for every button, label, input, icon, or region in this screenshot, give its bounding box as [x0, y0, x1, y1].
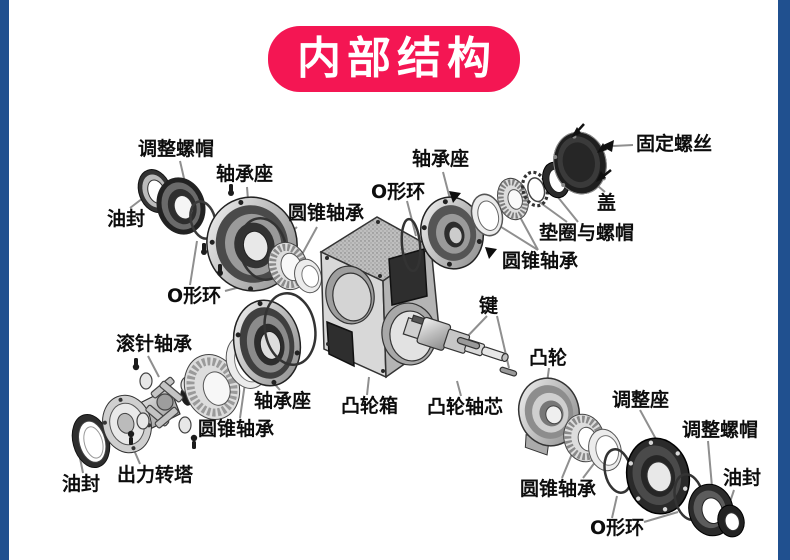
label-o-ring-bottom: O形环 [590, 517, 645, 539]
label-adjust-nut-bottom: 调整螺帽 [682, 419, 759, 441]
right-border-bar [778, 0, 790, 560]
adjust-nut-top-part [156, 177, 206, 235]
label-o-ring-upper-center: O形环 [371, 181, 426, 203]
page-title: 内部结构 [297, 33, 497, 84]
adjust-seat-part [625, 437, 691, 515]
label-taper-bearing-upper-left: 圆锥轴承 [288, 202, 365, 224]
label-cam-shaft-core: 凸轮轴芯 [427, 396, 504, 418]
key-parts [456, 336, 518, 377]
label-oil-seal-bottom-right: 油封 [723, 467, 762, 489]
label-taper-bearing-bottom: 圆锥轴承 [520, 478, 597, 500]
label-adjust-seat: 调整座 [612, 389, 670, 411]
label-cam: 凸轮 [529, 347, 568, 369]
label-bearing-seat-top-left: 轴承座 [216, 163, 274, 185]
oil-seal-bottom-left-part [71, 414, 111, 468]
label-taper-bearing-center-left: 圆锥轴承 [198, 418, 275, 440]
bolt-icons-top-left [201, 184, 234, 276]
label-fixing-screw: 固定螺丝 [636, 133, 713, 155]
bearing-seat-upper-center-part [420, 196, 484, 270]
label-cover: 盖 [597, 192, 617, 214]
label-o-ring-mid-left: O形环 [167, 285, 222, 307]
label-oil-seal-top-left: 油封 [107, 208, 146, 230]
label-needle-bearing: 滚针轴承 [116, 333, 193, 355]
label-oil-seal-bottom-left: 油封 [62, 473, 101, 495]
screw-icons [571, 123, 613, 182]
title-banner: 内部结构 [268, 26, 520, 92]
label-cam-box: 凸轮箱 [341, 395, 399, 417]
oil-seal-bottom-right-part [717, 504, 745, 538]
left-border-bar [0, 0, 9, 560]
o-ring-upper-center-part [400, 217, 422, 273]
o-ring-center-part [263, 292, 317, 366]
needle-bearing-cross [136, 372, 194, 434]
label-taper-bearing-upper-right: 圆锥轴承 [502, 250, 579, 272]
label-key: 键 [479, 295, 499, 317]
washer-ring-upper-part [470, 193, 504, 237]
label-output-turret: 出力转塔 [117, 464, 194, 486]
taper-ring-upper-left-part [294, 258, 322, 294]
label-bearing-seat-upper-center: 轴承座 [412, 148, 470, 170]
taper-bearing-upper-right-part [497, 177, 529, 221]
label-washer-and-nut: 垫圈与螺帽 [539, 222, 635, 244]
output-turret-part [102, 358, 202, 454]
label-adjust-nut-top: 调整螺帽 [138, 138, 215, 160]
taper-ring-bottom-part [588, 428, 622, 472]
taper-bearing-center-left-part [183, 354, 241, 420]
label-bearing-seat-center: 轴承座 [254, 390, 312, 412]
cover-part [553, 131, 607, 195]
